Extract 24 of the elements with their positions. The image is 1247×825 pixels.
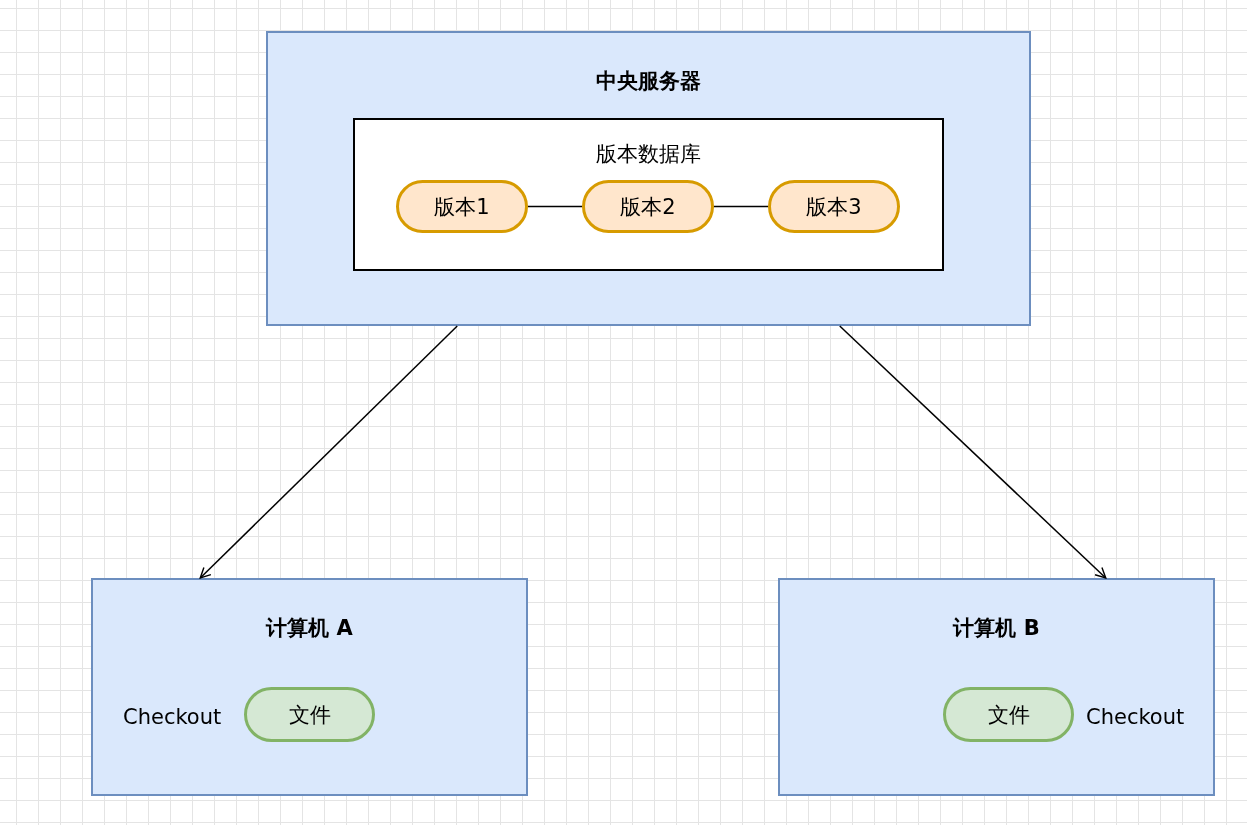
- database-box: [353, 118, 944, 271]
- node-label: 版本2: [619, 193, 677, 221]
- computer-box: [778, 578, 1215, 796]
- node-label: 文件: [287, 701, 332, 729]
- box-title: 计算机 A: [264, 615, 354, 642]
- node-label: 版本1: [433, 193, 491, 221]
- node-label: 版本3: [805, 193, 863, 221]
- caption-text: Checkout: [123, 705, 222, 729]
- node-label: 文件: [986, 701, 1031, 729]
- server-box: [266, 31, 1031, 326]
- box-title: 版本数据库: [595, 141, 702, 168]
- connector-line: [713, 205, 769, 208]
- connector-line: [527, 205, 583, 208]
- box-title: 计算机 B: [951, 615, 1041, 642]
- version-pill: [768, 180, 900, 233]
- arrow: [199, 325, 458, 579]
- file-pill: [244, 687, 375, 742]
- computer-box: [91, 578, 528, 796]
- arrow: [839, 325, 1107, 579]
- version-pill: [582, 180, 714, 233]
- caption-text: Checkout: [1086, 705, 1185, 729]
- box-title: 中央服务器: [595, 68, 702, 95]
- file-pill: [943, 687, 1074, 742]
- version-pill: [396, 180, 528, 233]
